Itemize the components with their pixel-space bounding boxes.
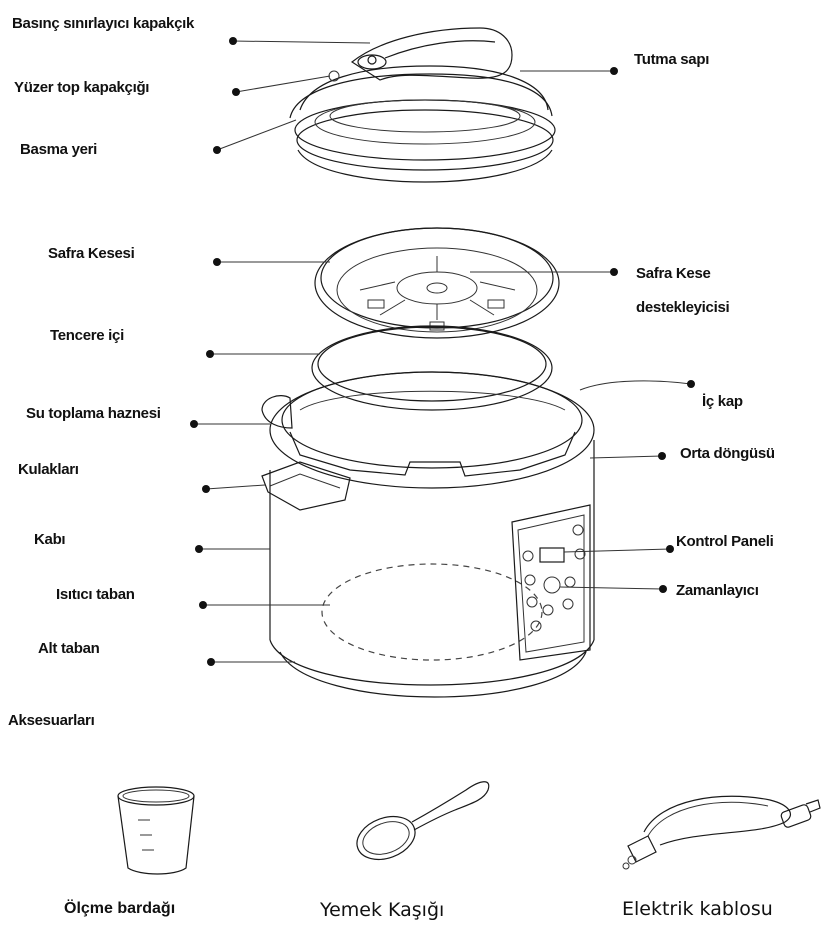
part-labels: Basınç sınırlayıcı kapakçık Yüzer top ka… — [8, 15, 775, 729]
label-accessories: Aksesuarları — [8, 712, 95, 729]
label-pressure-limiter: Basınç sınırlayıcı kapakçık — [12, 15, 195, 32]
caption-spoon: Yemek Kaşığı — [319, 899, 444, 921]
label-body: Kabı — [34, 531, 65, 548]
label-float-ball: Yüzer top kapakçığı — [14, 79, 149, 96]
label-press-point: Basma yeri — [20, 141, 97, 158]
caption-measuring-cup: Ölçme bardağı — [64, 898, 175, 917]
measuring-cup-drawing — [117, 786, 195, 875]
steam-tray-drawing — [314, 227, 560, 339]
leader-lines — [194, 40, 692, 663]
label-middle-ring: Orta döngüsü — [680, 445, 775, 462]
label-steam-support-line2: destekleyicisi — [636, 299, 729, 316]
power-cable-drawing — [622, 795, 821, 870]
label-heater-base: Isıtıcı taban — [56, 586, 135, 603]
lid-drawing — [289, 27, 556, 183]
label-inner-pot: İç kap — [702, 393, 743, 410]
label-steam-support-line1: Safra Kese — [636, 265, 711, 282]
cooker-body-drawing — [261, 371, 595, 698]
caption-power-cable: Elektrik kablosu — [622, 898, 773, 920]
label-ears: Kulakları — [18, 461, 79, 478]
label-control-panel: Kontrol Paneli — [676, 533, 774, 550]
label-steam-tray: Safra Kesesi — [48, 245, 135, 262]
label-water-collector: Su toplama haznesi — [26, 405, 161, 422]
label-pot-inner: Tencere içi — [50, 327, 124, 344]
spoon-drawing — [356, 781, 490, 861]
label-bottom-base: Alt taban — [38, 640, 100, 657]
label-timer: Zamanlayıcı — [676, 582, 759, 599]
label-dots — [190, 37, 695, 666]
pot-ring-drawing — [311, 325, 553, 411]
label-handle: Tutma sapı — [634, 51, 709, 68]
